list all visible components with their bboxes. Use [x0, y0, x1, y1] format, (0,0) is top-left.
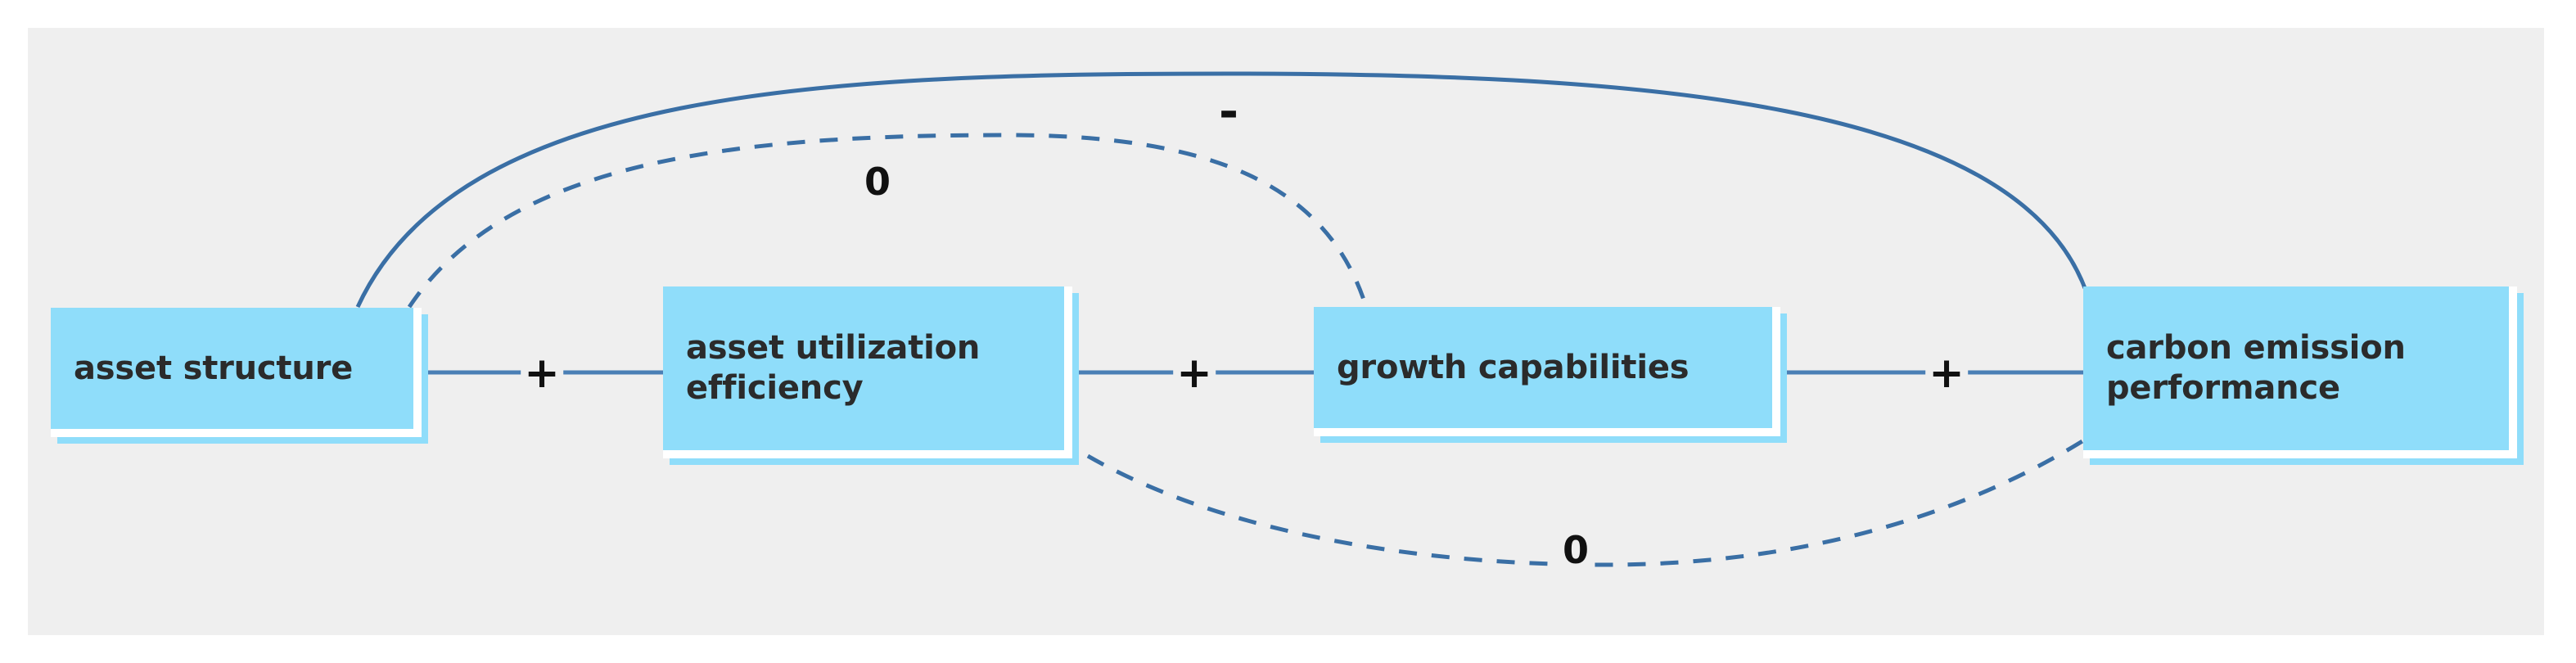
edge-asset-structure-to-growth-arc: [407, 133, 1368, 309]
node-asset-utilization-efficiency[interactable]: asset utilization efficiency: [663, 286, 1072, 458]
node-carbon-emission-performance[interactable]: carbon emission performance: [2083, 286, 2517, 458]
node-label: carbon emission performance: [2106, 329, 2406, 407]
edge-sign-asset-structure-to-carbon: -: [1215, 88, 1243, 135]
node-label: asset utilization efficiency: [686, 329, 981, 407]
edge-sign-asset-structure-to-asset-utilization: +: [521, 352, 563, 395]
edge-sign-asset-utilization-to-growth: +: [1173, 352, 1216, 395]
edge-sign-asset-structure-to-growth: 0: [860, 163, 895, 201]
node-asset-structure[interactable]: asset structure: [51, 308, 422, 437]
node-label: asset structure: [74, 349, 354, 387]
node-label: growth capabilities: [1337, 348, 1690, 386]
edge-asset-structure-to-carbon-arc: [355, 71, 2087, 309]
node-growth-capabilities[interactable]: growth capabilities: [1314, 307, 1780, 436]
edge-asset-utilization-to-carbon-arc: [1058, 429, 2100, 567]
edge-sign-growth-to-carbon: +: [1925, 352, 1968, 395]
edge-sign-asset-utilization-to-carbon: 0: [1559, 531, 1593, 569]
